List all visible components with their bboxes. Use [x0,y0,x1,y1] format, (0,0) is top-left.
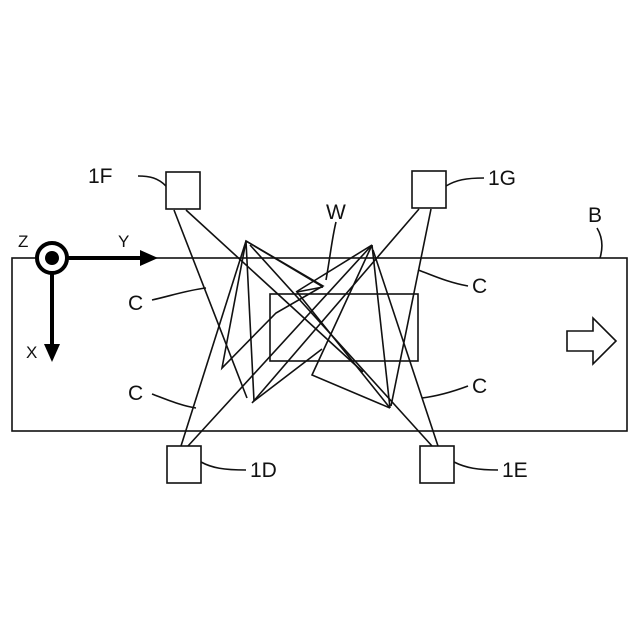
leader-1f [138,176,166,186]
ray-1f-a [174,210,247,398]
fov-left-quad-path [246,241,322,401]
label-axis-z: Z [18,232,28,251]
camera-1g [412,171,446,208]
axis-z-dot-icon [45,251,59,265]
ray-1d-a [181,241,246,446]
leader-1e [454,462,498,470]
axis-x-arrowhead-icon [44,344,60,362]
fov-edge [297,292,390,408]
label-c-left-bottom: C [128,382,143,405]
camera-1d [167,446,201,483]
leader-c-left-top [152,288,206,300]
label-c-right-bottom: C [472,375,487,398]
label-1e: 1E [502,459,528,482]
camera-1f [166,172,200,209]
conveyor-direction-arrow-icon [567,318,616,364]
leader-w [326,222,336,280]
label-axis-y: Y [118,232,129,251]
label-c-left-top: C [128,292,143,315]
label-w: W [326,201,346,224]
leader-c-right-bottom [422,386,468,398]
label-b: B [588,204,602,227]
label-c-right-top: C [472,275,487,298]
label-1d: 1D [250,459,277,482]
leader-c-right-top [418,270,468,286]
ray-1g-a [252,209,419,403]
ray-1g-b [391,209,431,406]
leader-1d [201,462,246,470]
label-1g: 1G [488,167,516,190]
label-axis-x: X [26,343,37,362]
leader-b [597,228,602,258]
axis-y-arrowhead-icon [140,250,158,266]
leader-c-left-bottom [152,394,196,408]
camera-1e [420,446,454,483]
label-1f: 1F [88,165,113,188]
ray-1d-b [188,245,372,446]
fov-edge [246,241,323,287]
leader-1g [446,178,484,186]
